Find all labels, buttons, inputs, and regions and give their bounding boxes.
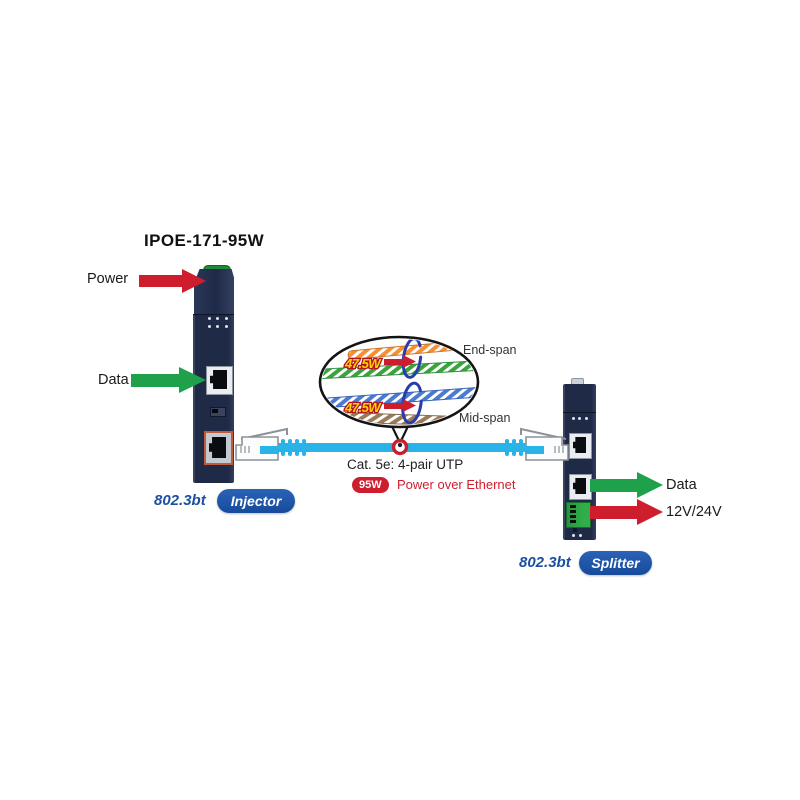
injector-role-badge: Injector: [217, 489, 295, 513]
injector-data-label: Data: [98, 372, 129, 388]
injector-rj45-poe-port: [204, 431, 233, 465]
splitter-seam: [563, 412, 596, 413]
poe-power-label: Power over Ethernet: [397, 477, 516, 492]
end-span-label: End-span: [463, 343, 517, 357]
mid-span-power-text: 47.5W: [344, 400, 382, 415]
injector-standard-label: 802.3bt: [154, 492, 206, 509]
rj45-plug-left-icon: [235, 427, 288, 461]
injector-vent-dots: [205, 317, 231, 328]
end-span-power-text: 47.5W: [344, 356, 382, 371]
injector-seam: [193, 314, 234, 315]
injector-rj45-data-port: [206, 366, 233, 395]
poe-power-badge: 95W: [352, 477, 389, 493]
rj45-plug-right-icon: [520, 427, 569, 461]
splitter-power-output-label: 12V/24V: [666, 504, 722, 520]
mid-span-label: Mid-span: [459, 411, 511, 425]
splitter-ground-dot: [573, 528, 577, 532]
page-title: IPOE-171-95W: [144, 231, 265, 250]
mid-span-power-arrow-icon: [384, 399, 416, 412]
end-span-power-arrow-icon: [384, 355, 416, 368]
splitter-rj45-in-port: [569, 433, 592, 459]
splitter-standard-label: 802.3bt: [519, 554, 571, 571]
splitter-role-badge: Splitter: [579, 551, 652, 575]
cable-tap-marker: [391, 438, 409, 456]
twisted-pair-blue: [322, 387, 476, 409]
injector-dip-switch: [210, 407, 226, 417]
splitter-data-label: Data: [666, 477, 697, 493]
cable-spec-label: Cat. 5e: 4-pair UTP: [347, 457, 464, 472]
twisted-pair-green: [322, 360, 476, 380]
splitter-vent-dots: [570, 416, 590, 420]
injector-power-label: Power: [87, 271, 129, 287]
